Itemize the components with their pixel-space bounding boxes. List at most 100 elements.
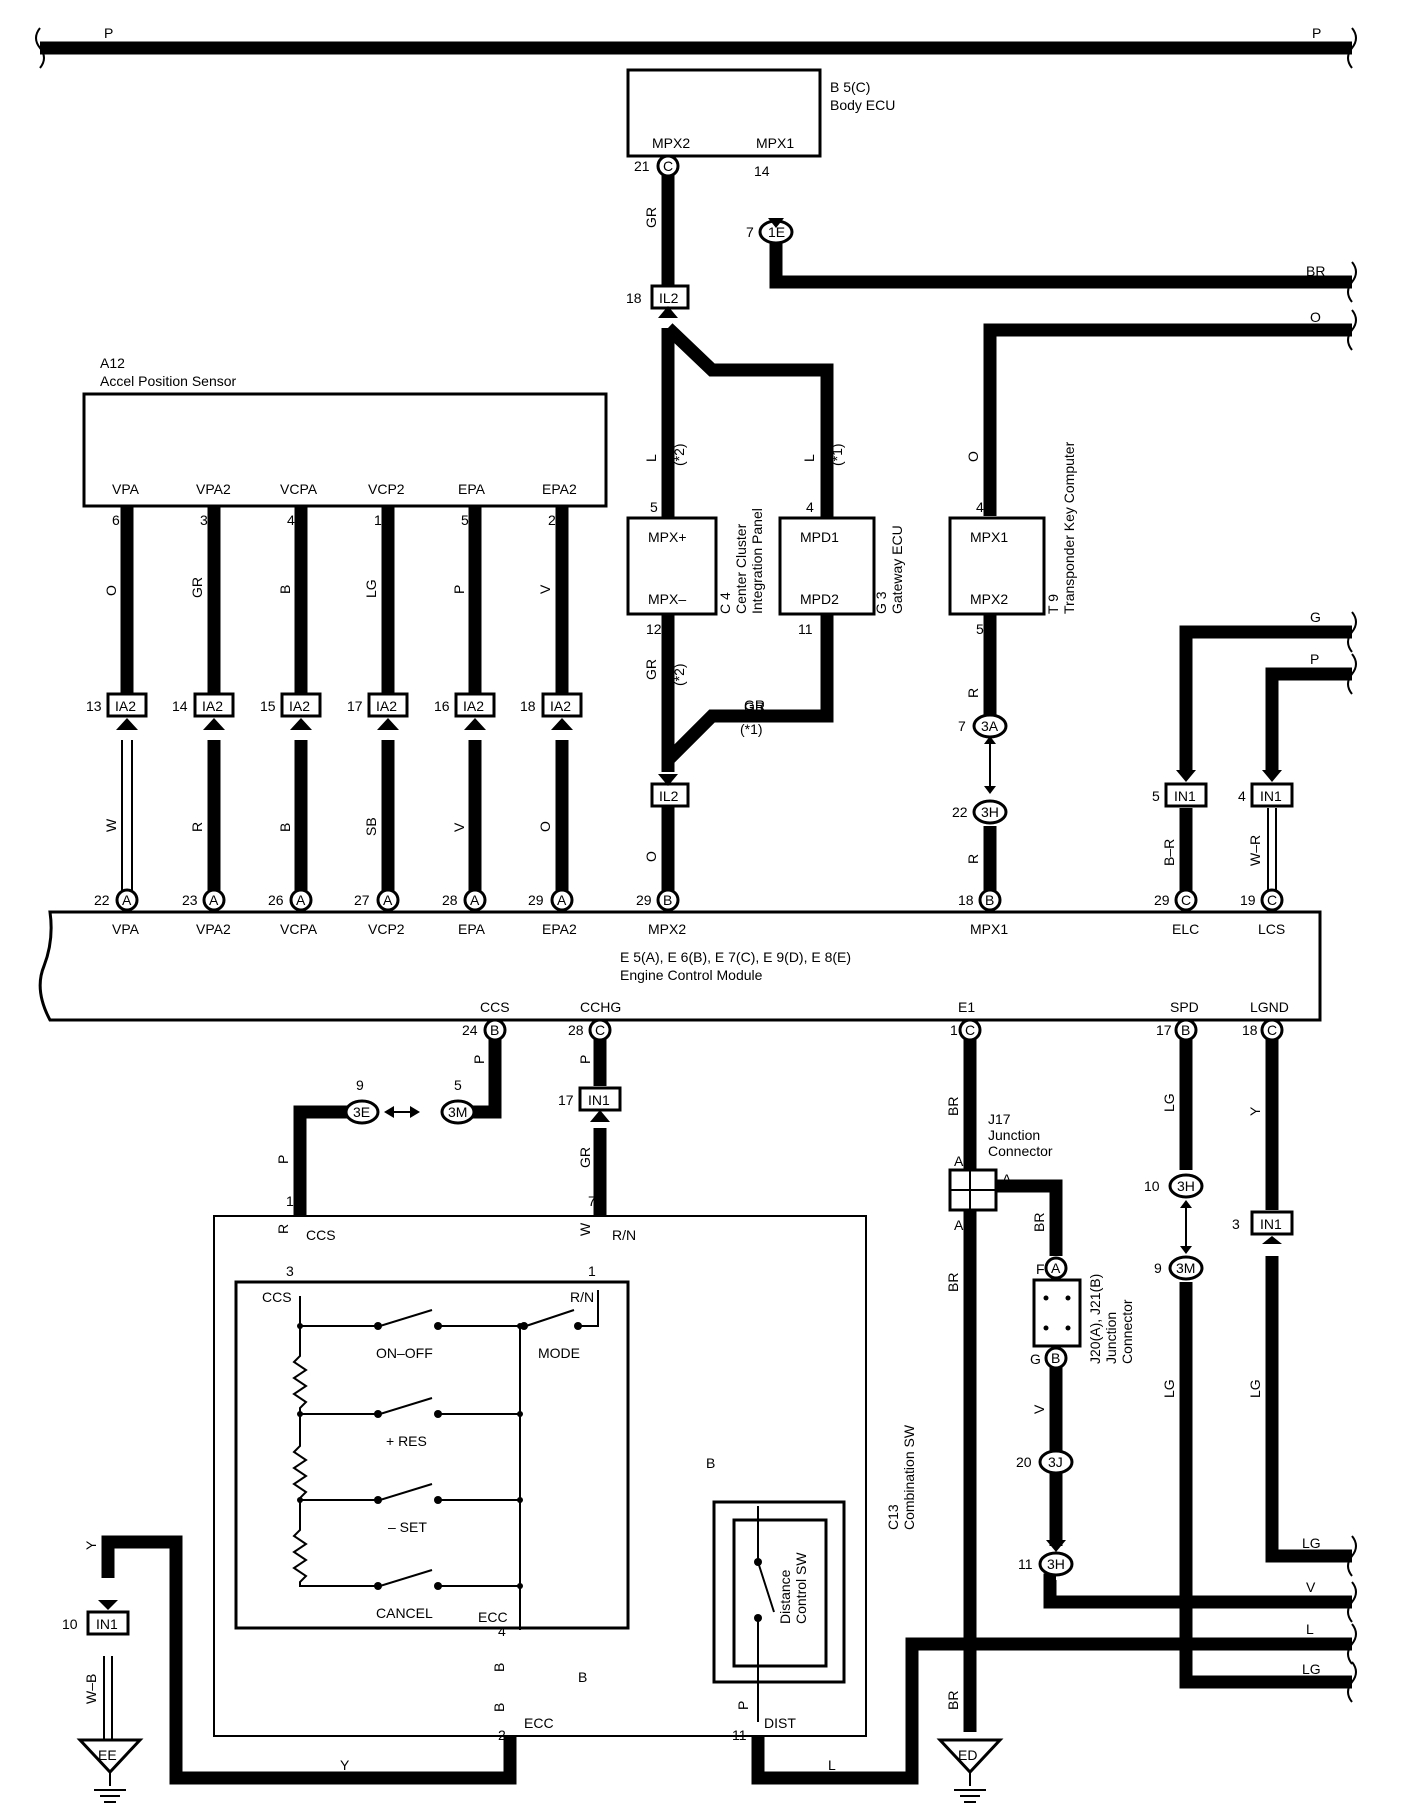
ecm-pin-vcp2: VCP2 — [368, 921, 405, 937]
cluster-label: C 4 Center Cluster Integration Panel — [717, 508, 765, 614]
pin-a-29: A — [557, 892, 567, 908]
combination-sw-label: C13 Combination SW — [885, 1424, 917, 1530]
accel-sensor-pins: VPA VPA2 VCPA VCP2 EPA EPA2 — [112, 481, 577, 497]
in1-5-label: IN1 — [1174, 788, 1196, 804]
wire-g — [1179, 625, 1352, 770]
wire-color-labels: P P BR O G P LG V L LG V B B Y L LG GR — [104, 25, 1325, 1773]
j17-name2: Connector — [988, 1143, 1053, 1159]
accel-pin-epa: EPA — [458, 481, 486, 497]
distance-sw-label: Distance Control SW — [777, 1552, 809, 1624]
wire-y-ecc — [101, 1535, 517, 1785]
vcolor-wr-lcs: W–R — [1247, 835, 1263, 866]
num-18a: 18 — [626, 290, 642, 306]
junction-letters: A A A F G — [954, 1153, 1045, 1367]
accel-sensor-name: Accel Position Sensor — [100, 373, 237, 389]
ia2-15-label: IA2 — [289, 698, 310, 714]
accel-pin-epa2: EPA2 — [542, 481, 577, 497]
color-lg-1: LG — [1302, 1535, 1321, 1551]
color-p-left: P — [104, 25, 113, 41]
break-marks — [35, 27, 1357, 1703]
num-17b: 17 — [1156, 1022, 1172, 1038]
vcolor-lg-spd-low: LG — [1161, 1379, 1177, 1398]
num-17c: 17 — [558, 1092, 574, 1108]
body-ecu-name: Body ECU — [830, 97, 895, 113]
cluster-pin-mpx-plus: MPX+ — [648, 529, 687, 545]
gateway-label: G 3 Gateway ECU — [873, 525, 905, 614]
pin-b-17: B — [1181, 1022, 1190, 1038]
wire-color-labels-vertical: GR L (*2) L (*1) O GR (*2) O R R B–R W–R… — [83, 207, 1263, 1712]
note-n2-a: (*2) — [671, 443, 687, 466]
pin-a-22: A — [122, 892, 132, 908]
pin-b-18: B — [985, 892, 994, 908]
num-11c: 11 — [732, 1727, 747, 1743]
num-29b: 29 — [636, 892, 652, 908]
vcolor-gr-cchg: GR — [577, 1147, 593, 1168]
ecm-box — [38, 910, 1322, 1022]
pin-c-19: C — [1267, 892, 1277, 908]
distance-sw-dot1 — [754, 1558, 762, 1566]
wire-br-j20 — [990, 1179, 1063, 1256]
color-p-right: P — [1312, 25, 1321, 41]
pin-a-28: A — [470, 892, 480, 908]
outer-pin-ecc: ECC — [524, 1715, 554, 1731]
accel-num-2: 2 — [548, 512, 556, 528]
pin-c-21: C — [663, 158, 673, 174]
vcolor-y-lgnd: Y — [1247, 1106, 1263, 1116]
connector-badges: IA2 IA2 IA2 IA2 IA2 IA2 IL2 IL2 IN1 IN1 … — [86, 154, 1294, 1636]
pin-b-j20: B — [1051, 1350, 1060, 1366]
vcolor-lg-vcp2: LG — [363, 579, 379, 598]
ground-ed-label: ED — [958, 1747, 977, 1763]
conn-3j-label: 3J — [1048, 1454, 1063, 1470]
num-5c: 5 — [976, 621, 984, 637]
inner-pin-rn: R/N — [570, 1289, 594, 1305]
j20-letter-f: F — [1036, 1261, 1045, 1277]
num-15: 15 — [260, 698, 276, 714]
j20-label: J20(A), J21(B) Junction Connector — [1087, 1274, 1135, 1364]
num-16: 16 — [434, 698, 450, 714]
num-14b: 14 — [172, 698, 188, 714]
body-ecu-pin-mpx1: MPX1 — [756, 135, 794, 151]
ecm-pin-mpx2: MPX2 — [648, 921, 686, 937]
num-23: 23 — [182, 892, 198, 908]
wire-v-out — [1043, 1573, 1352, 1609]
inner-pin-ecc: ECC — [478, 1609, 508, 1625]
j17-ref: J17 — [988, 1111, 1011, 1127]
num-22a: 22 — [94, 892, 110, 908]
vcolor-l-gateway: L — [801, 454, 817, 462]
vcolor-v-epa: V — [451, 822, 467, 832]
color-b-top: B — [706, 1455, 715, 1471]
vcolor-r-3a: R — [965, 688, 981, 698]
ia2-15 — [280, 692, 322, 718]
vcolor-v-j20: V — [1031, 1404, 1047, 1414]
wire-l-gateway — [663, 323, 834, 518]
num-4c: 4 — [976, 499, 984, 515]
in1-5 — [1164, 782, 1208, 808]
distance-sw-inner — [732, 1518, 828, 1668]
num-20: 20 — [1016, 1454, 1032, 1470]
vcolor-o-mpx2: O — [643, 851, 659, 862]
vcolor-w-vpa: W — [103, 818, 119, 832]
conn-3h-top — [972, 799, 1008, 825]
color-l-bottom: L — [828, 1757, 836, 1773]
num-14a: 14 — [754, 163, 770, 179]
vcolor-wb-ee: W–B — [83, 1674, 99, 1704]
il2-bottom-label: IL2 — [659, 788, 679, 804]
num-7c: 7 — [958, 718, 966, 734]
wire-gr-gateway — [663, 614, 834, 765]
conn-3a-label: 3A — [981, 718, 999, 734]
conn-3h-low-label: 3H — [1047, 1556, 1065, 1572]
ia2-16 — [454, 692, 496, 718]
num-7b: 7 — [588, 1193, 596, 1209]
num-18b: 18 — [520, 698, 536, 714]
switch-mode: MODE — [538, 1345, 580, 1361]
accel-sensor-pin-numbers: 6 3 4 1 5 2 — [112, 512, 556, 528]
vcolor-p-epa: P — [451, 585, 467, 594]
wire-p-lcs — [1265, 667, 1352, 770]
switch-labels: ON–OFF + RES – SET CANCEL MODE CCS R/N E… — [262, 1227, 796, 1731]
conn-3e — [344, 1099, 380, 1125]
gateway-ecu-box — [778, 516, 876, 616]
ia2-14-label: IA2 — [202, 698, 223, 714]
transponder-label: T 9 Transponder Key Computer — [1045, 441, 1077, 614]
num-5b: 5 — [454, 1077, 462, 1093]
